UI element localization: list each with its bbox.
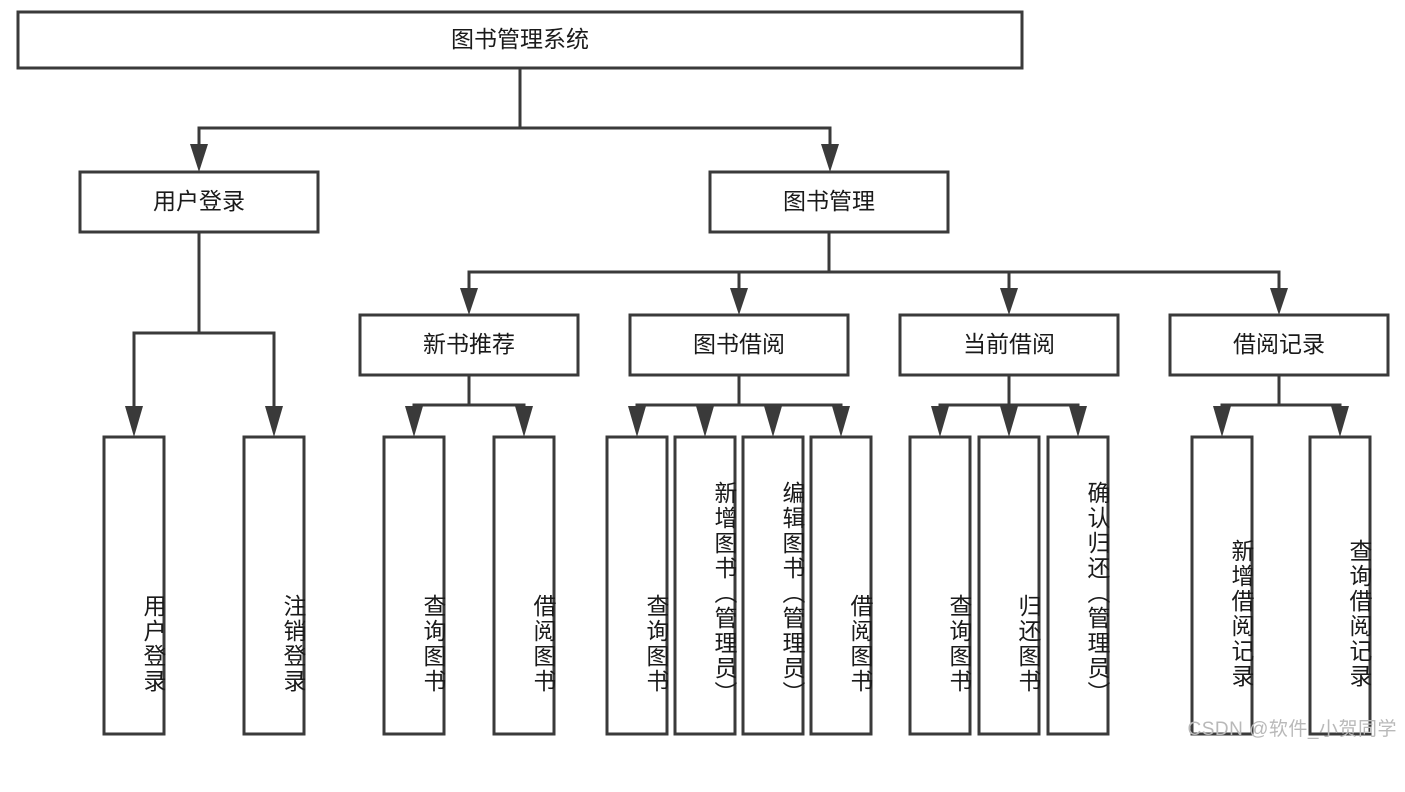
connector-borrow-record-to-leaves (1220, 373, 1342, 414)
arrow-head-icon (931, 406, 949, 437)
connector-book-borrow-to-leaves (635, 373, 843, 414)
leaf-user-login-1[interactable] (242, 435, 306, 736)
arrow-head-icon (696, 406, 714, 437)
arrow-head-icon (832, 406, 850, 437)
arrow-head-icon (628, 406, 646, 437)
arrow-head-icon (265, 406, 283, 437)
arrow-head-icon (821, 144, 839, 172)
org-chart-diagram: 图书管理系统 用户登录 图书管理 新书推荐 图书借阅 当前借阅 借阅记录 用户登… (16, 10, 1397, 740)
arrow-head-icon (515, 406, 533, 437)
arrow-head-icon (1331, 406, 1349, 437)
leaf-current-borrow-2[interactable] (1046, 435, 1110, 736)
leaf-book-borrow-3[interactable] (809, 435, 873, 736)
node-new-book-recommend[interactable] (358, 313, 580, 377)
connector-user-login-to-leaves (132, 230, 276, 412)
arrow-head-icon (125, 406, 143, 437)
label-root: 图书管理系统 (451, 26, 589, 52)
arrow-head-icon (190, 144, 208, 172)
label-book-management: 图书管理 (783, 188, 875, 214)
node-current-borrow[interactable] (898, 313, 1120, 377)
leaf-book-borrow-0[interactable] (605, 435, 669, 736)
label-user-login: 用户登录 (153, 188, 245, 214)
leaf-user-login-0[interactable] (102, 435, 166, 736)
leaf-book-borrow-1[interactable] (673, 435, 737, 736)
arrow-head-icon (1000, 406, 1018, 437)
arrow-head-icon (405, 406, 423, 437)
arrow-head-icon (730, 288, 748, 315)
leaf-new-book-0[interactable] (382, 435, 446, 736)
label-new-book-recommend: 新书推荐 (423, 331, 515, 357)
leaf-borrow-record-0[interactable] (1190, 435, 1254, 736)
leaf-current-borrow-1[interactable] (977, 435, 1041, 736)
connector-new-book-to-leaves (412, 373, 526, 414)
arrow-head-icon (460, 288, 478, 315)
label-current-borrow: 当前借阅 (963, 331, 1055, 357)
arrow-head-icon (1069, 406, 1087, 437)
tree-svg: 图书管理系统 用户登录 图书管理 新书推荐 图书借阅 当前借阅 借阅记录 (16, 10, 1390, 736)
leaf-new-book-1[interactable] (492, 435, 556, 736)
arrow-head-icon (764, 406, 782, 437)
leaf-book-borrow-2[interactable] (741, 435, 805, 736)
node-user-login[interactable] (78, 170, 320, 234)
arrow-head-icon (1213, 406, 1231, 437)
arrow-head-icon (1270, 288, 1288, 315)
connector-book-management-to-level3 (467, 230, 1281, 294)
node-root[interactable] (16, 10, 1024, 70)
arrow-head-icon (1000, 288, 1018, 315)
label-borrow-record: 借阅记录 (1233, 331, 1325, 357)
label-book-borrow: 图书借阅 (693, 331, 785, 357)
leaf-current-borrow-0[interactable] (908, 435, 972, 736)
watermark-text: CSDN @软件_小贺同学 (1187, 719, 1397, 740)
connector-root-to-level2 (197, 66, 832, 152)
leaf-borrow-record-1[interactable] (1308, 435, 1372, 736)
